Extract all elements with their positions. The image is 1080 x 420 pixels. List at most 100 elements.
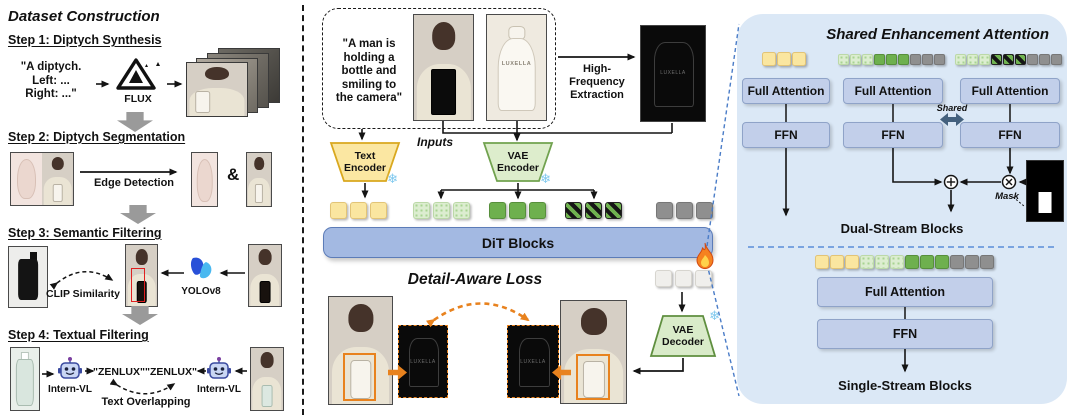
shared-double-arrow-icon <box>939 112 965 127</box>
ground-truth-image <box>328 296 393 405</box>
segmented-person-image <box>246 152 272 207</box>
reconstructed-image <box>560 300 627 404</box>
token-text <box>370 202 387 219</box>
step2-heading: Step 2: Diptych Segmentation <box>8 130 186 144</box>
clip-similarity-label: CLIP Similarity <box>46 288 120 300</box>
token-text <box>815 255 829 269</box>
attention-panel: Shared Enhancement Attention Full Attent… <box>737 14 1067 404</box>
high-frequency-image: LUXELLA <box>640 25 706 122</box>
internvl-robot-icon <box>57 356 83 382</box>
token-white <box>655 270 672 287</box>
single-stream-caption: Single-Stream Blocks <box>838 378 972 393</box>
product-reference-image <box>8 246 48 308</box>
token-dots <box>967 54 978 65</box>
token-green <box>935 255 949 269</box>
token-green <box>886 54 897 65</box>
mask-image <box>1026 160 1064 222</box>
detection-bbox <box>130 267 146 302</box>
token-gray <box>656 202 673 219</box>
dit-blocks-label: DiT Blocks <box>481 234 555 251</box>
token-dots <box>850 54 861 65</box>
token-stripe <box>585 202 602 219</box>
text-encoder-label: Text Encoder <box>343 149 386 174</box>
ffn-image-branch: FFN <box>843 122 943 148</box>
dual-stream-caption: Dual-Stream Blocks <box>840 221 964 236</box>
full-attention-image-branch: Full Attention <box>843 78 943 104</box>
internvl-label-right: Intern-VL <box>197 384 241 395</box>
ffn-label: FFN <box>998 128 1022 142</box>
token-text <box>330 202 347 219</box>
bottle-in-photo <box>136 281 147 303</box>
token-stripe <box>1015 54 1026 65</box>
token-dots <box>838 54 849 65</box>
token-dots <box>875 255 889 269</box>
shared-label: Shared <box>936 103 968 113</box>
token-green <box>898 54 909 65</box>
snowflake-icon: ❄ <box>387 171 398 186</box>
full-attention-text-branch: Full Attention <box>742 78 830 104</box>
hf-tokens <box>565 202 622 219</box>
bottle-in-photo <box>582 361 605 398</box>
full-attention-hf-branch: Full Attention <box>960 78 1060 104</box>
detected-person-image <box>125 244 158 307</box>
token-stripe <box>991 54 1002 65</box>
token-gray <box>1039 54 1050 65</box>
ffn-hf-branch: FFN <box>960 122 1060 148</box>
subject-image-tokens <box>489 202 546 219</box>
ocr-text-right: "ZENLUX" <box>145 366 197 378</box>
flux-logo-icon <box>112 57 164 93</box>
diptych-right-half <box>42 153 73 205</box>
step3-heading: Step 3: Semantic Filtering <box>8 226 162 240</box>
ffn-label: FFN <box>774 128 798 142</box>
step-down-arrow <box>120 205 156 224</box>
fire-trainable-icon <box>693 242 717 272</box>
yolov8-label: YOLOv8 <box>181 286 221 297</box>
vae-encoder-label: VAE Encoder <box>496 149 539 174</box>
token-gray <box>1051 54 1062 65</box>
text-encoder: Text Encoder ❄ <box>329 142 401 186</box>
token-gray <box>980 255 994 269</box>
token-text <box>762 52 776 66</box>
bottle-in-photo <box>254 184 264 204</box>
bottle-brand-label-dim: LUXELLA <box>520 358 546 365</box>
detail-region-box <box>343 352 377 401</box>
ffn-label: FFN <box>892 327 918 341</box>
token-white <box>675 270 692 287</box>
full-attention-label: Full Attention <box>971 84 1049 98</box>
token-text <box>777 52 791 66</box>
mask-label: Mask <box>995 191 1019 202</box>
token-stripe <box>565 202 582 219</box>
noise-tokens <box>656 202 713 219</box>
snowflake-icon: ❄ <box>540 171 551 186</box>
token-text <box>792 52 806 66</box>
vae-decoder: VAE Decoder ❄ <box>649 308 720 357</box>
ffn-text-branch: FFN <box>742 122 830 148</box>
diptych-photo-stack <box>186 48 282 118</box>
internvl-label-left: Intern-VL <box>48 384 92 395</box>
token-dots <box>433 202 450 219</box>
diptych-prompt-text: "A diptych. Left: ... Right: ..." <box>20 61 82 101</box>
token-gray <box>696 202 713 219</box>
token-green <box>529 202 546 219</box>
input-bottle-image: LUXELLA <box>486 14 547 121</box>
denoised-tokens <box>655 270 712 287</box>
token-dots <box>453 202 470 219</box>
token-gray <box>965 255 979 269</box>
token-stripe <box>605 202 622 219</box>
dual-hf-tokens <box>955 54 1062 65</box>
dual-image-tokens <box>838 54 945 65</box>
full-attention-single: Full Attention <box>817 277 993 307</box>
bottle-in-photo <box>52 183 63 203</box>
step1-heading: Step 1: Diptych Synthesis <box>8 33 162 47</box>
ampersand: & <box>227 165 240 184</box>
dual-text-tokens <box>762 52 806 66</box>
bottle-in-photo <box>261 384 273 407</box>
dataset-construction-title: Dataset Construction <box>8 8 160 25</box>
attention-panel-title: Shared Enhancement Attention <box>826 26 1049 43</box>
vae-decoder-label: VAE Decoder <box>661 323 704 348</box>
masked-region <box>430 68 457 115</box>
yolov8-logo-icon <box>186 255 216 285</box>
token-dots <box>979 54 990 65</box>
ffn-single: FFN <box>817 319 993 349</box>
